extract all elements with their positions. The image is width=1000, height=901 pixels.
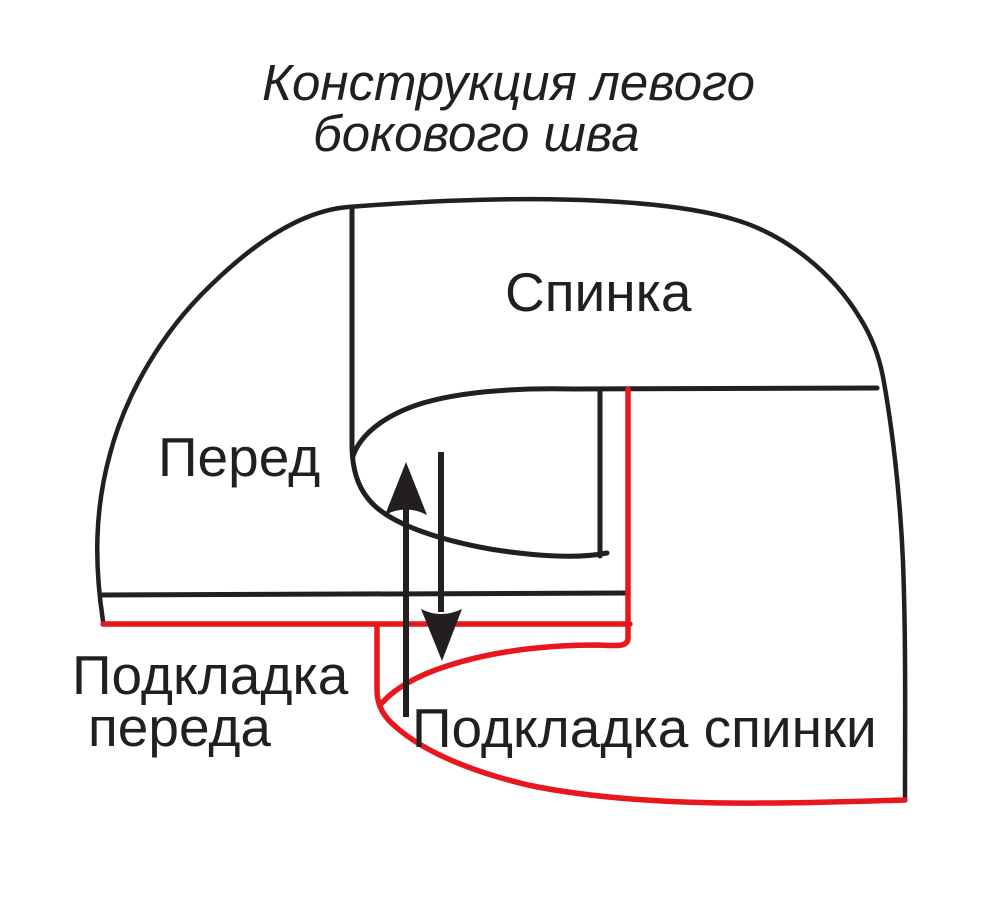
front-piece-label: Перед xyxy=(158,426,321,488)
down-arrow xyxy=(421,452,462,661)
down-arrow-head xyxy=(421,609,462,661)
lining-inner-edge-line xyxy=(378,386,631,707)
back-lining-label: Подкладка спинки xyxy=(412,697,877,759)
front-hem-line xyxy=(99,590,631,598)
diagram-title-line1: Конструкция левого xyxy=(262,54,756,111)
back-lining-fold-line xyxy=(374,621,908,806)
shell-outer-contour-line xyxy=(95,196,908,802)
back-upper-edge-line xyxy=(350,385,880,459)
back-piece-label: Спинка xyxy=(505,261,692,323)
up-arrow-head xyxy=(385,462,427,515)
front-lining-label-line1: Подкладка xyxy=(72,644,349,706)
diagram-title-line2: бокового шва xyxy=(313,105,640,162)
side-seam-fold-line xyxy=(349,204,610,559)
front-lining-label-line2: переда xyxy=(88,696,272,758)
up-arrow xyxy=(385,462,427,717)
